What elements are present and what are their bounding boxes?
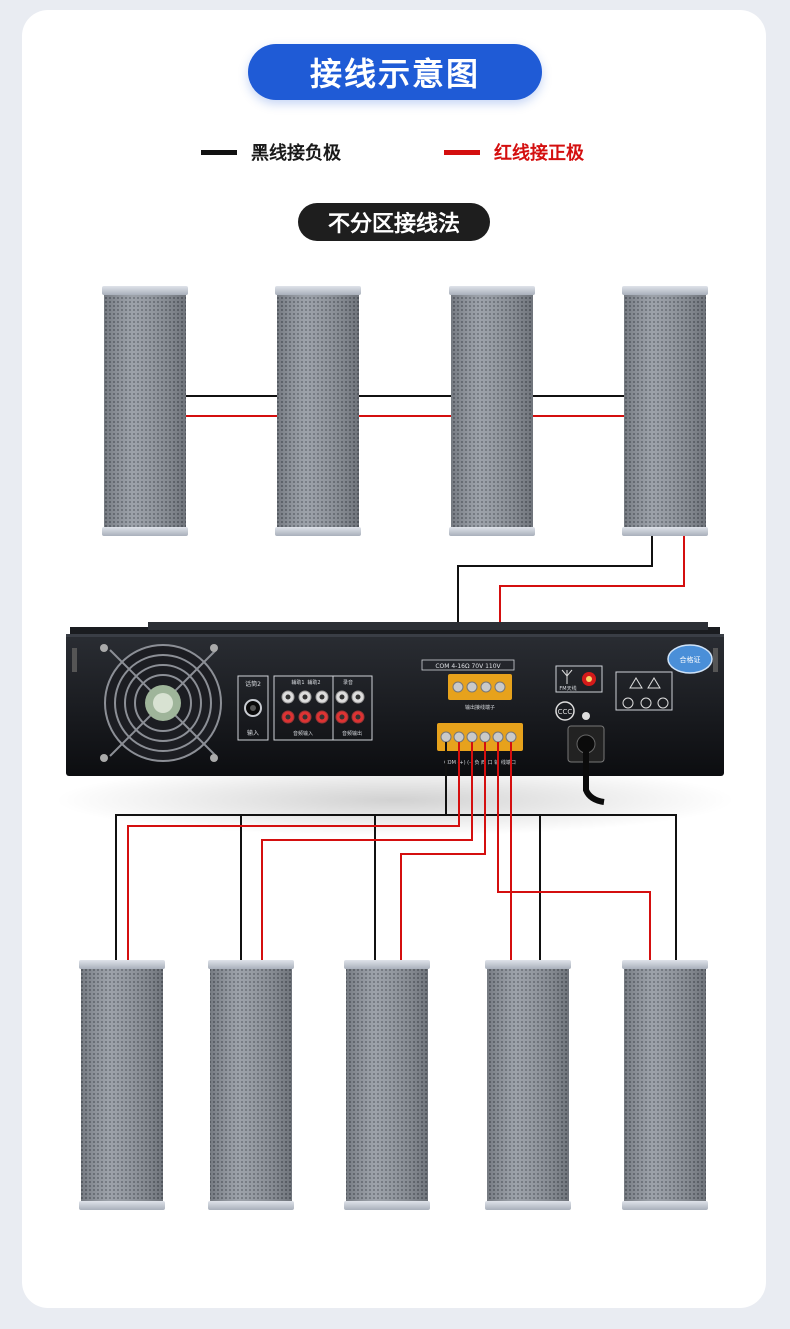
page-title: 接线示意图: [248, 44, 542, 100]
speaker-bottom-5: [622, 960, 708, 1210]
svg-text:FM天线: FM天线: [559, 685, 576, 692]
svg-text:COM (+) (-) 负 西 口 输 线端口: COM (+) (-) 负 西 口 输 线端口: [444, 759, 516, 766]
svg-text:COM 4-16Ω 70V 110V: COM 4-16Ω 70V 110V: [435, 663, 501, 670]
svg-text:合格证: 合格证: [680, 655, 701, 664]
red-wire-swatch: [444, 149, 480, 155]
svg-text:音频输入: 音频输入: [293, 730, 313, 737]
svg-text:辅助2: 辅助2: [307, 679, 320, 686]
speaker-top-1: [102, 286, 188, 536]
svg-text:输出接线端子: 输出接线端子: [465, 704, 495, 711]
legend-red-label: 红线接正极: [494, 143, 584, 164]
bottom-wires-red: [127, 742, 651, 960]
fm-antenna-jack: FM天线: [555, 665, 603, 693]
svg-text:录音: 录音: [343, 679, 353, 686]
speaker-bottom-3: [344, 960, 430, 1210]
svg-text:CCC: CCC: [558, 708, 573, 716]
speaker-bottom-1: [79, 960, 165, 1210]
method-label: 不分区接线法: [298, 203, 490, 241]
amplifier: 话筒2 输入 辅助1 辅助2 录音 音频输入 音频输出: [66, 622, 724, 805]
svg-text:音频输出: 音频输出: [342, 730, 362, 737]
top-speaker-links: [186, 395, 624, 417]
rca-panel: 辅助1 辅助2 录音 音频输入 音频输出: [273, 675, 373, 741]
legend-red-wire: 红线接正极: [444, 140, 584, 164]
power-socket: [567, 712, 605, 805]
speaker-top-4: [622, 286, 708, 536]
speaker-bottom-2: [208, 960, 294, 1210]
svg-text:话筒2: 话筒2: [245, 680, 261, 688]
speaker-top-2: [275, 286, 361, 536]
svg-text:辅助1: 辅助1: [291, 679, 304, 686]
speaker-bottom-4: [485, 960, 571, 1210]
output-terminal-block: COM 4-16Ω 70V 110V 输出接线端子: [421, 659, 515, 711]
mic-input-panel: 话筒2 输入: [237, 675, 269, 741]
amplifier-shadow: [55, 764, 735, 836]
qc-badge: 合格证: [667, 644, 713, 674]
speaker-top-3: [449, 286, 535, 536]
certification-marks: CCC: [555, 671, 673, 721]
legend-black-wire: 黑线接负极: [201, 140, 341, 164]
black-wire-swatch: [201, 149, 237, 155]
svg-text:输入: 输入: [247, 729, 259, 737]
legend-black-label: 黑线接负极: [251, 143, 341, 164]
cooling-fan: [100, 644, 222, 762]
